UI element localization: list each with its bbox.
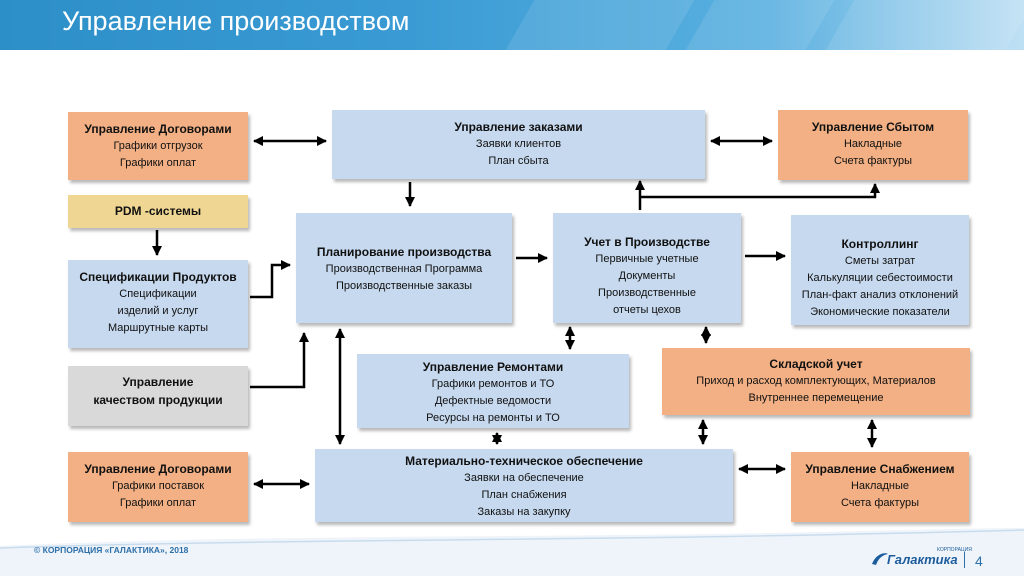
box-line: Первичные учетные (595, 253, 699, 265)
box-pdm: PDM -системы (68, 195, 248, 228)
box-line: Управление (122, 375, 194, 389)
box-line: Приход и расход комплектующих, Материало… (696, 375, 936, 387)
box-controlling: Контроллинг Сметы затрат Калькуляции себ… (791, 215, 969, 325)
box-title: PDM -системы (114, 204, 202, 218)
box-line: Маршрутные карты (107, 322, 209, 334)
copyright: © КОРПОРАЦИЯ «ГАЛАКТИКА», 2018 (34, 545, 189, 555)
header-bar: Управление производством (0, 0, 1024, 50)
box-repairs: Управление Ремонтами Графики ремонтов и … (357, 354, 629, 428)
box-accounting: Учет в Производстве Первичные учетные До… (553, 213, 741, 323)
box-title: Управление Сбытом (811, 120, 935, 134)
box-line: Графики оплат (119, 157, 197, 169)
box-line: Производственные (598, 287, 696, 299)
box-line: Документы (618, 270, 676, 282)
box-line: Внутреннее перемещение (748, 392, 884, 404)
box-title: Спецификации Продуктов (79, 270, 237, 284)
box-line: Производственные заказы (335, 280, 473, 292)
box-line: Графики ремонтов и ТО (431, 378, 555, 390)
box-line: Графики поставок (111, 480, 205, 492)
company-logo-subtext: КОРПОРАЦИЯ (937, 547, 972, 553)
box-line: Заказы на закупку (477, 506, 571, 518)
arrow-accounting-sales (640, 183, 880, 199)
box-title: Контроллинг (841, 237, 919, 251)
box-contracts-top: Управление Договорами Графики отгрузок Г… (68, 112, 248, 180)
box-title: Управление Снабжением (805, 462, 955, 476)
box-line: Сметы затрат (844, 255, 916, 267)
footer-wave (0, 528, 1024, 576)
arrow-quality-planning (250, 332, 309, 389)
footer-divider (964, 552, 965, 568)
box-line: Экономические показатели (810, 306, 950, 318)
box-line: качеством продукции (93, 393, 223, 407)
box-line: Дефектные ведомости (434, 395, 552, 407)
box-title: Складской учет (769, 357, 863, 371)
box-line: Калькуляции себестоимости (807, 272, 953, 284)
box-sales: Управление Сбытом Накладные Счета фактур… (778, 110, 968, 180)
box-supply: Материально-техническое обеспечение Заяв… (315, 449, 733, 522)
box-line: План-факт анализ отклонений (801, 289, 959, 301)
box-contracts-bottom: Управление Договорами Графики поставок Г… (68, 452, 248, 522)
box-quality: Управление качеством продукции (68, 366, 248, 426)
box-line: изделий и услуг (117, 305, 199, 317)
box-specs: Спецификации Продуктов Спецификации изде… (68, 260, 248, 348)
box-line: План снабжения (481, 489, 567, 501)
box-line: Счета фактуры (840, 497, 920, 509)
box-title: Планирование производства (316, 245, 492, 259)
box-planning: Планирование производства Производственн… (296, 213, 512, 323)
box-line: Накладные (843, 138, 903, 150)
box-orders: Управление заказами Заявки клиентов План… (332, 110, 705, 179)
box-warehouse: Складской учет Приход и расход комплекту… (662, 348, 970, 415)
box-line: План сбыта (488, 155, 549, 167)
box-line: Заявки клиентов (475, 138, 562, 150)
box-procurement: Управление Снабжением Накладные Счета фа… (791, 452, 969, 522)
logo-icon (872, 553, 888, 565)
box-line: Счета фактуры (833, 155, 913, 167)
box-line: Производственная Программа (325, 263, 483, 275)
page-number: 4 (975, 553, 983, 569)
arrow-specs-planning (250, 260, 291, 299)
box-line: Ресурсы на ремонты и ТО (426, 412, 560, 424)
box-line: Заявки на обеспечение (464, 472, 584, 484)
box-line: Накладные (850, 480, 910, 492)
box-line: Спецификации (119, 288, 197, 300)
box-line: Графики оплат (119, 497, 197, 509)
box-title: Управление заказами (454, 120, 583, 134)
company-logo: Галактика (887, 552, 958, 567)
box-title: Управление Договорами (84, 462, 232, 476)
page-title: Управление производством (62, 6, 410, 36)
box-title: Управление Договорами (84, 122, 232, 136)
box-line: Графики отгрузок (113, 140, 203, 152)
box-line: отчеты цехов (613, 304, 681, 316)
box-title: Управление Ремонтами (422, 360, 564, 374)
box-title: Материально-техническое обеспечение (405, 454, 643, 468)
box-title: Учет в Производстве (584, 235, 710, 249)
